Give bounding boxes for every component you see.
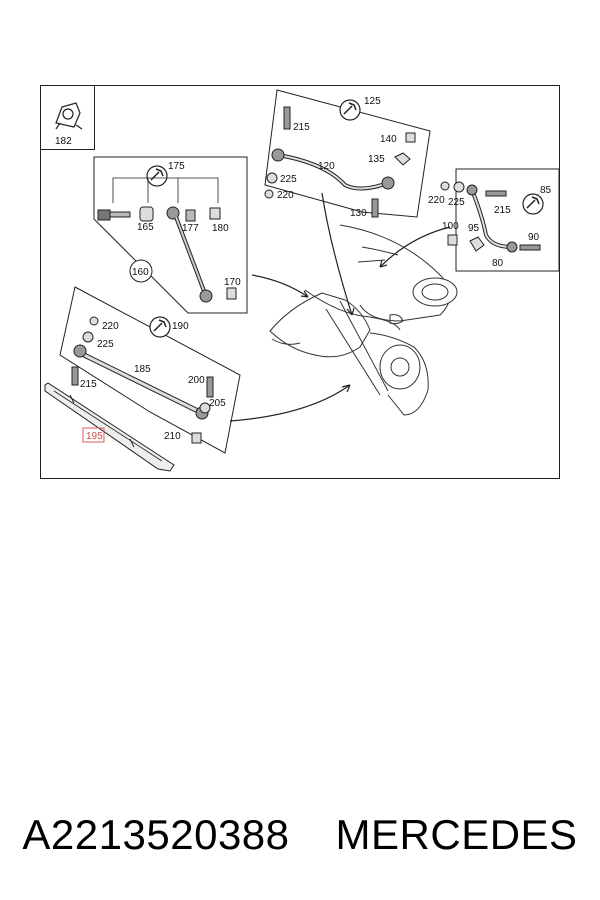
part-number: A2213520388 <box>22 811 290 858</box>
control-arm-80-icon <box>466 184 518 253</box>
label-210: 210 <box>164 431 181 442</box>
group-125-panel: 125 215 140 120 135 225 220 130 <box>264 89 431 219</box>
brand-name: MERCEDES <box>335 811 578 858</box>
label-177: 177 <box>182 223 199 234</box>
label-180: 180 <box>212 223 229 234</box>
label-165: 165 <box>137 222 154 233</box>
group-185-panel: 190 220 225 185 215 200 205 210 <box>59 286 241 454</box>
label-80: 80 <box>492 258 504 269</box>
bolt-icon-4 <box>485 190 507 197</box>
wrench-icon <box>146 165 168 187</box>
group-160-panel: 175 165 177 180 160 170 <box>93 156 248 314</box>
nut-icon-6 <box>447 234 458 246</box>
label-125: 125 <box>364 96 381 107</box>
stabilizer-link-icon <box>166 206 213 303</box>
wrench-icon-4 <box>149 316 171 338</box>
callout-195-box <box>82 427 105 443</box>
label-130: 130 <box>350 208 367 219</box>
washer-icon-5 <box>89 316 99 326</box>
part-182-box: 182 <box>40 85 95 150</box>
label-225-c: 225 <box>97 339 114 350</box>
washer-icon-3 <box>440 181 450 191</box>
label-190: 190 <box>172 321 189 332</box>
nut-icon-5 <box>394 152 411 166</box>
nut-icon <box>185 209 196 222</box>
label-140: 140 <box>380 134 397 145</box>
label-175: 175 <box>168 161 185 172</box>
label-85: 85 <box>540 185 552 196</box>
label-160: 160 <box>132 267 149 278</box>
label-215-a: 215 <box>293 122 310 133</box>
diagram-frame <box>40 85 560 479</box>
washer-icon-2 <box>264 189 274 199</box>
pointer-arrows <box>229 192 451 422</box>
bolt-icon-3 <box>371 198 379 218</box>
washer-icon-7 <box>199 402 211 414</box>
label-225-a: 225 <box>280 174 297 185</box>
part-caption: A2213520388 MERCEDES <box>0 800 600 870</box>
label-90: 90 <box>528 232 540 243</box>
bolt-icon-5 <box>519 244 541 251</box>
wrench-icon-3 <box>522 193 544 215</box>
bolt-icon-7 <box>206 376 214 398</box>
bolt-icon-2 <box>283 106 291 130</box>
label-200: 200 <box>188 375 205 386</box>
washer-icon-4 <box>453 181 465 193</box>
label-95: 95 <box>468 223 480 234</box>
nut-icon-3 <box>226 287 237 300</box>
label-220-b: 220 <box>428 195 445 206</box>
axle-assembly <box>269 224 458 416</box>
label-215-b: 215 <box>494 205 511 216</box>
label-135: 135 <box>368 154 385 165</box>
bushing-icon <box>139 206 154 222</box>
nut-icon-7 <box>469 236 485 252</box>
nut-icon-2 <box>209 207 221 220</box>
part-195-cover: 195 <box>44 382 175 472</box>
group-85-panel: 85 220 225 215 100 95 90 80 <box>428 168 560 272</box>
wrench-icon-2 <box>339 99 361 121</box>
label-185: 185 <box>134 364 151 375</box>
bolt-icon-6 <box>71 366 79 386</box>
label-225-b: 225 <box>448 197 465 208</box>
nut-icon-8 <box>191 432 202 444</box>
clip-icon <box>55 102 83 130</box>
washer-icon-6 <box>82 331 94 343</box>
bolt-icon <box>97 209 131 221</box>
label-170: 170 <box>224 277 241 288</box>
control-arm-185-icon <box>73 344 209 420</box>
label-120: 120 <box>318 161 335 172</box>
control-arm-120-icon <box>271 148 395 191</box>
nut-icon-4 <box>405 132 416 143</box>
label-182: 182 <box>55 136 72 147</box>
callout-160-circle <box>129 259 153 283</box>
suspension-parts-diagram: 182 175 165 177 180 160 <box>40 85 560 479</box>
label-195: 195 <box>86 431 103 442</box>
label-220-a: 220 <box>277 190 294 201</box>
label-215-c: 215 <box>80 379 97 390</box>
label-205: 205 <box>209 398 226 409</box>
washer-icon <box>266 172 278 184</box>
label-220-c: 220 <box>102 321 119 332</box>
label-100: 100 <box>442 221 459 232</box>
